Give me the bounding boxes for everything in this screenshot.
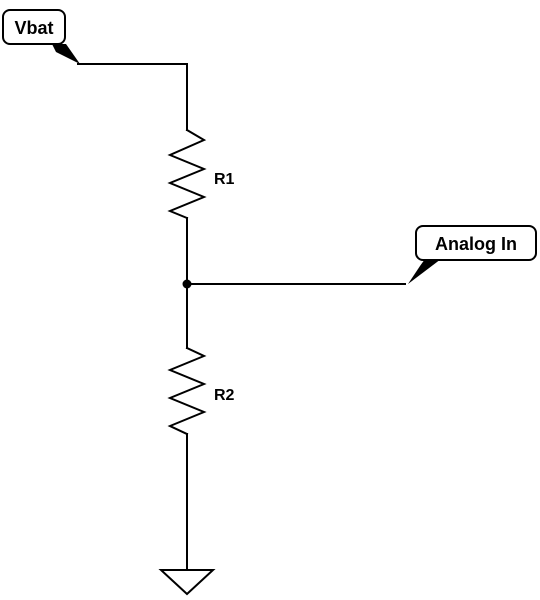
ground-symbol <box>158 569 216 596</box>
wire-vbat-to-r1 <box>77 63 188 131</box>
vbat-net-label: Vbat <box>2 9 80 64</box>
resistor-r2 <box>167 346 207 436</box>
analog-in-label-box <box>415 225 537 261</box>
analog-in-net-label: Analog In <box>408 225 537 284</box>
vbat-label-box <box>2 9 66 45</box>
resistor-r1 <box>167 128 207 220</box>
r1-reference-label: R1 <box>214 171 235 188</box>
vbat-label-text: Vbat <box>14 18 53 38</box>
r2-reference-label: R2 <box>214 387 235 404</box>
analog-in-label-text: Analog In <box>435 234 517 254</box>
vbat-label-pointer <box>52 44 80 64</box>
analog-in-label-pointer <box>408 259 441 284</box>
